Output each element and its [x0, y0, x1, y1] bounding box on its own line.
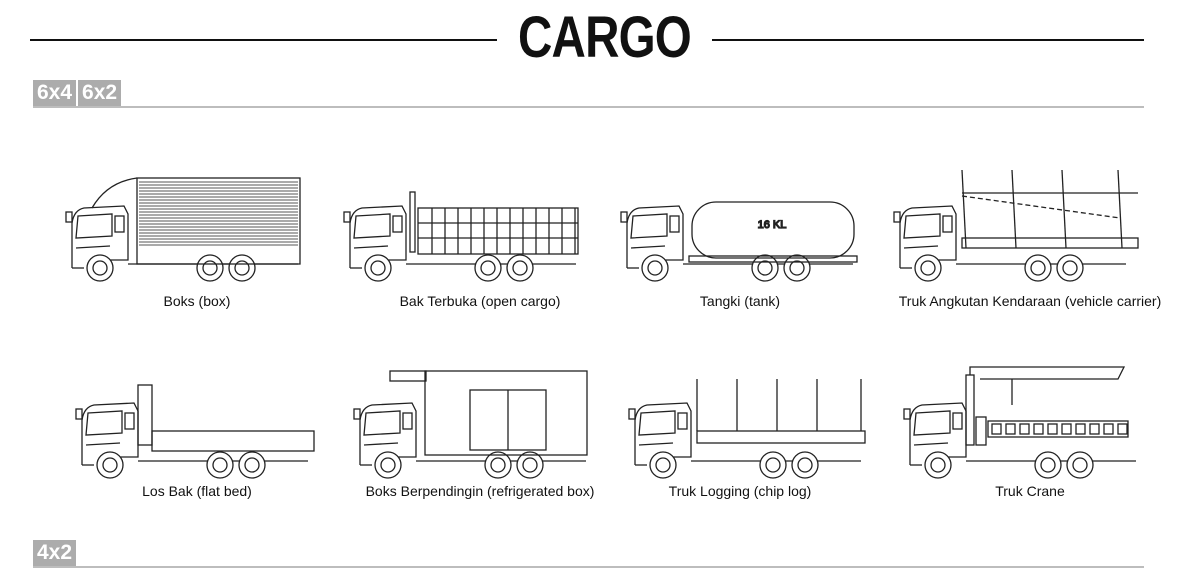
cargo-body-box — [91, 177, 301, 265]
hub — [512, 260, 528, 276]
hub — [1040, 457, 1056, 473]
cab — [893, 205, 957, 269]
hub — [1030, 260, 1046, 276]
vehicle-label-carrier: Truk Angkutan Kendaraan (vehicle carrier… — [898, 293, 1162, 309]
wheel — [1024, 254, 1052, 282]
cargo-body-flatbed — [137, 384, 315, 452]
wheel — [924, 451, 952, 479]
vehicle-label-tank: Tangki (tank) — [699, 293, 781, 309]
hub — [930, 457, 946, 473]
cab — [353, 402, 417, 466]
vehicle-label-reefer: Boks Berpendingin (refrigerated box) — [365, 483, 595, 499]
truck-illustration-open — [340, 168, 590, 283]
cargo-body-carrier — [961, 169, 1139, 249]
wheel — [374, 451, 402, 479]
section-4x2: 4x2 — [33, 540, 1144, 568]
wheel — [1066, 451, 1094, 479]
vehicle-label-logging: Truk Logging (chip log) — [668, 483, 812, 499]
hub — [234, 260, 250, 276]
hub — [212, 457, 228, 473]
hub — [480, 260, 496, 276]
vehicle-label-crane: Truk Crane — [995, 483, 1065, 499]
wheel — [791, 451, 819, 479]
title-rule-right — [712, 39, 1144, 41]
wheel — [238, 451, 266, 479]
hub — [522, 457, 538, 473]
truck-illustration-flatbed — [72, 365, 322, 480]
wheel — [751, 254, 779, 282]
wheel — [206, 451, 234, 479]
truck-illustration-tank: 16 KL — [617, 168, 867, 283]
truck-illustration-logging — [625, 365, 875, 480]
hub — [202, 260, 218, 276]
hub — [370, 260, 386, 276]
wheel — [506, 254, 534, 282]
wheel — [1056, 254, 1084, 282]
hub — [647, 260, 663, 276]
wheel — [516, 451, 544, 479]
wheel — [96, 451, 124, 479]
title-rule-left — [30, 39, 497, 41]
page-title: CARGO — [518, 5, 692, 70]
hub — [380, 457, 396, 473]
cargo-body-crane — [965, 366, 1129, 446]
hub — [102, 457, 118, 473]
hub — [244, 457, 260, 473]
cargo-body-reefer — [389, 370, 588, 456]
cab — [75, 402, 139, 466]
hub — [1072, 457, 1088, 473]
cargo-body-open — [409, 191, 579, 255]
tank-capacity-label: 16 KL — [758, 219, 787, 231]
cab — [628, 402, 692, 466]
wheel — [759, 451, 787, 479]
cab — [65, 205, 129, 269]
wheel — [228, 254, 256, 282]
wheel — [86, 254, 114, 282]
cab — [903, 402, 967, 466]
vehicle-label-box: Boks (box) — [163, 293, 231, 309]
hub — [789, 260, 805, 276]
wheel — [484, 451, 512, 479]
wheel — [914, 254, 942, 282]
wheel — [641, 254, 669, 282]
cab — [620, 205, 684, 269]
cargo-body-logging — [696, 379, 866, 444]
hub — [920, 260, 936, 276]
wheel — [783, 254, 811, 282]
badge-4x2: 4x2 — [33, 540, 77, 566]
hub — [797, 457, 813, 473]
cargo-body-tank: 16 KL — [688, 201, 858, 263]
badge-6x2: 6x2 — [78, 80, 122, 106]
wheel — [474, 254, 502, 282]
wheel — [1034, 451, 1062, 479]
wheel — [364, 254, 392, 282]
cab — [343, 205, 407, 269]
wheel — [649, 451, 677, 479]
badge-6x4: 6x4 — [33, 80, 77, 106]
truck-illustration-box — [62, 168, 312, 283]
hub — [490, 457, 506, 473]
wheel — [196, 254, 224, 282]
hub — [1062, 260, 1078, 276]
truck-illustration-carrier — [890, 168, 1140, 283]
hub — [765, 457, 781, 473]
truck-illustration-crane — [900, 365, 1150, 480]
vehicle-label-flatbed: Los Bak (flat bed) — [142, 483, 252, 499]
vehicle-label-open: Bak Terbuka (open cargo) — [399, 293, 561, 309]
hub — [757, 260, 773, 276]
truck-illustration-reefer — [350, 365, 600, 480]
hub — [92, 260, 108, 276]
hub — [655, 457, 671, 473]
